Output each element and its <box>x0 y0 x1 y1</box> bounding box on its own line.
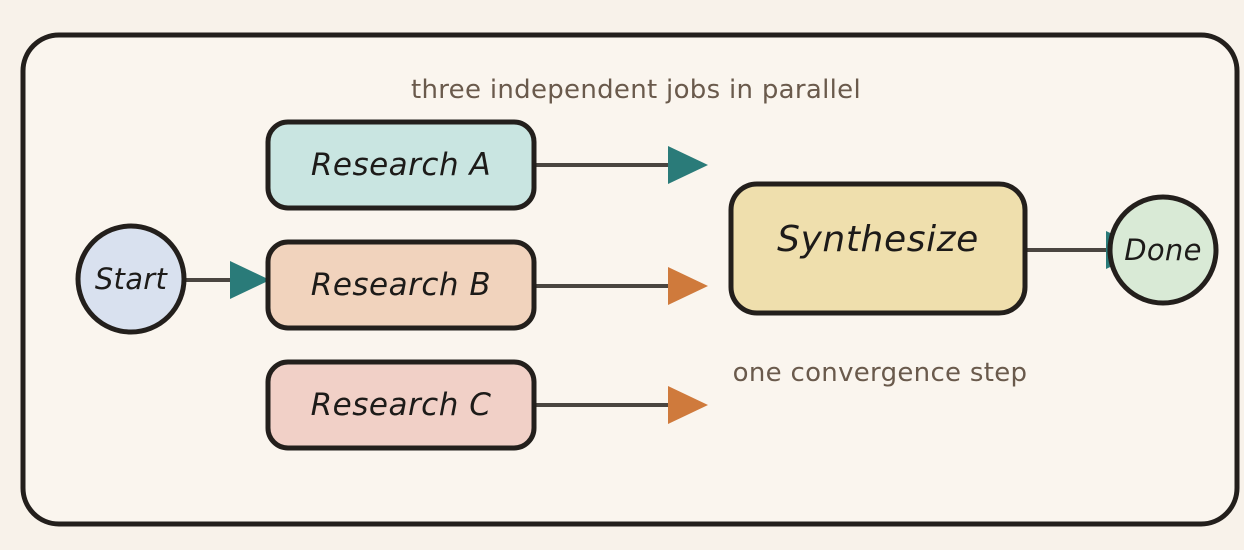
bottom-caption: one convergence step <box>733 358 1028 388</box>
done-node: Done <box>1107 194 1219 306</box>
start-node: Start <box>75 223 187 335</box>
synthesize-node-label: Synthesize <box>777 219 979 260</box>
synthesize-node-shape <box>728 181 1028 316</box>
research-c-node: Research C <box>265 359 537 451</box>
research-a-node: Research A <box>265 119 537 211</box>
research-b-node-shape <box>265 239 537 331</box>
top-caption: three independent jobs in parallel <box>411 75 861 105</box>
start-node-label: Start <box>95 262 169 296</box>
research-a-arrowhead <box>668 146 708 184</box>
done-node-shape <box>1107 194 1219 306</box>
start-to-research-b-arrowhead <box>230 261 270 299</box>
research-b-node-label: Research B <box>311 267 491 303</box>
research-a-node-label: Research A <box>311 147 491 183</box>
done-node-label: Done <box>1124 233 1202 267</box>
research-c-arrowhead <box>668 386 708 424</box>
research-a-node-shape <box>265 119 537 211</box>
research-c-node-shape <box>265 359 537 451</box>
research-b-node: Research B <box>265 239 537 331</box>
research-c-node-label: Research C <box>311 387 492 423</box>
start-node-shape <box>75 223 187 335</box>
research-b-arrowhead <box>668 267 708 305</box>
synthesize-node: Synthesize <box>728 181 1028 316</box>
